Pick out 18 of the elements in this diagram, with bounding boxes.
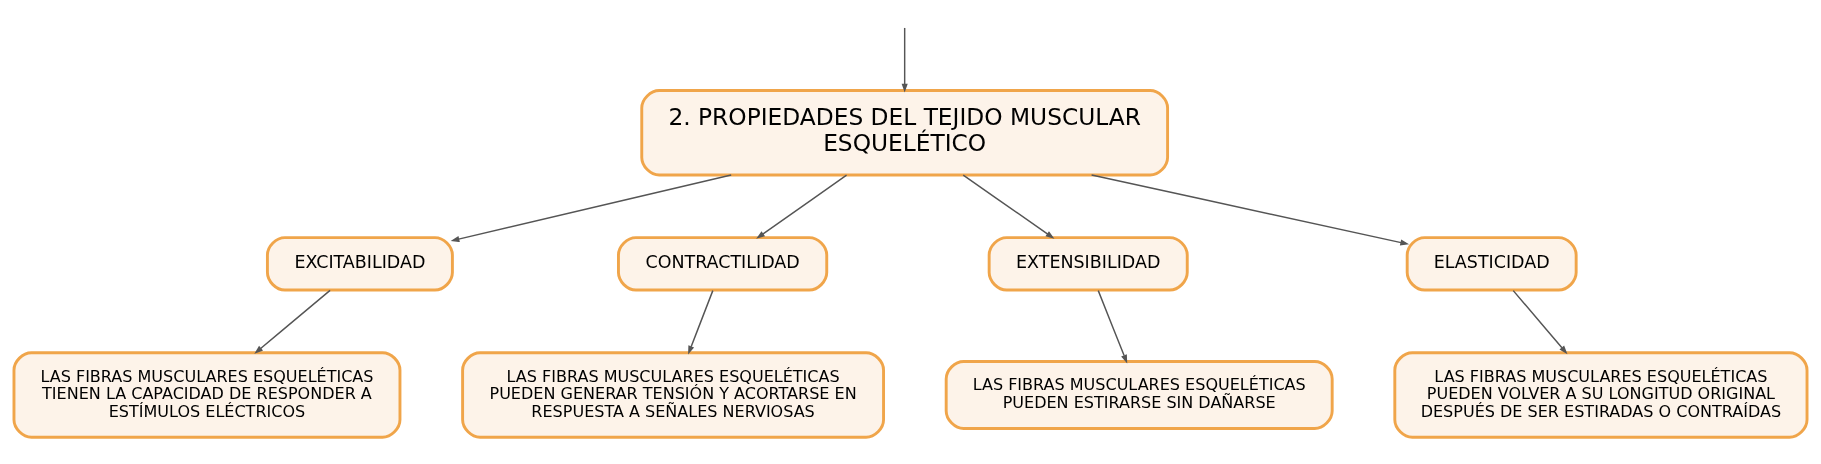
node-box: EXTENSIBILIDAD <box>987 236 1189 292</box>
arrow <box>450 174 732 242</box>
arrow <box>962 174 1055 239</box>
node-box: LAS FIBRAS MUSCULARES ESQUELÉTICAS TIENEN LA CAPACIDAD DE RESPONDER A ESTÍMULOS ELÉCTRICOS <box>12 351 402 439</box>
node-box: CONTRACTILIDAD <box>617 236 829 292</box>
node-box: LAS FIBRAS MUSCULARES ESQUELÉTICAS PUEDEN VOLVER A SU LONGITUD ORIGINAL DESPUÉS DE SER ESTIRADAS O CONTRAÍDAS <box>1393 351 1809 439</box>
arrow <box>688 289 714 355</box>
arrow <box>901 27 908 93</box>
node-box: 2. PROPIEDADES DEL TEJIDO MUSCULAR ESQUELÉTICO <box>640 89 1170 177</box>
node-box: ELASTICIDAD <box>1405 236 1578 292</box>
arrow <box>1512 289 1568 355</box>
arrow <box>1090 174 1410 246</box>
arrow <box>756 174 848 239</box>
node-box: EXCITABILIDAD <box>265 236 454 292</box>
arrow <box>254 289 331 354</box>
arrow <box>1097 289 1128 364</box>
node-box: LAS FIBRAS MUSCULARES ESQUELÉTICAS PUEDEN GENERAR TENSIÓN Y ACORTARSE EN RESPUESTA A SEÑALES NERVIOSAS <box>461 351 885 439</box>
node-box: LAS FIBRAS MUSCULARES ESQUELÉTICAS PUEDEN ESTIRARSE SIN DAÑARSE <box>944 359 1334 430</box>
